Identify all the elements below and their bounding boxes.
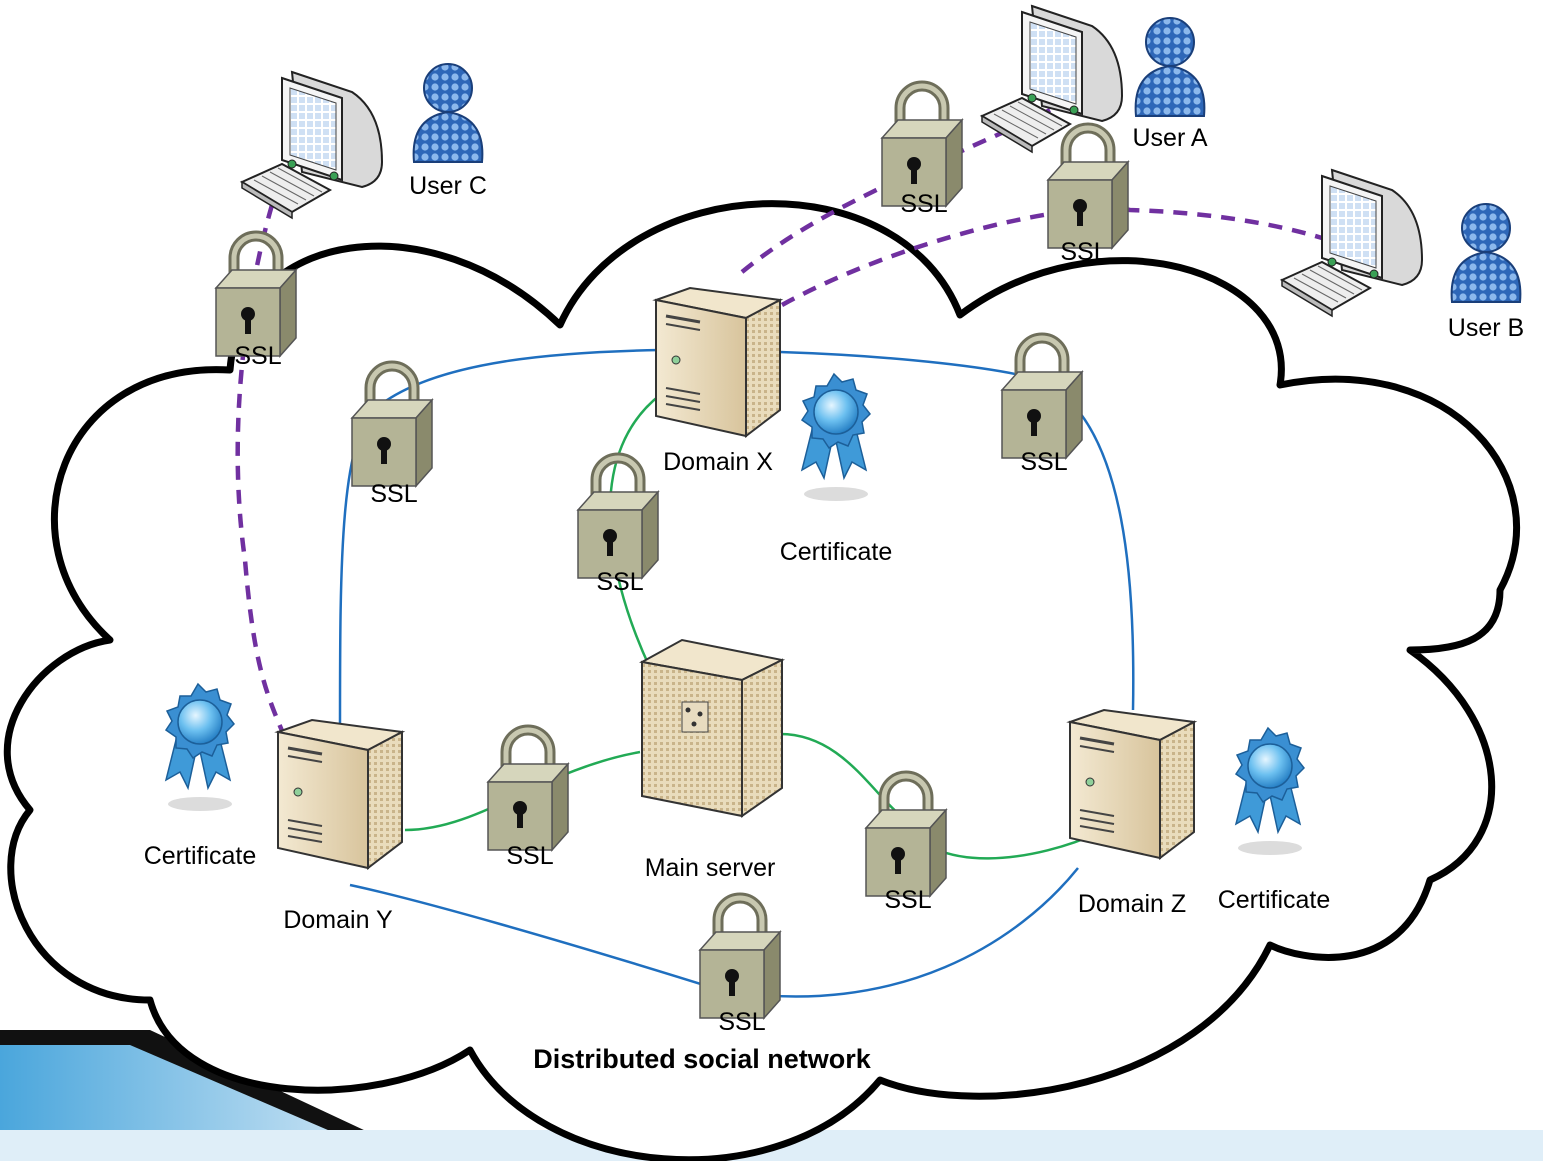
ssl-lock-domain-y-z: SSL xyxy=(700,898,780,1036)
server-icon xyxy=(276,718,404,870)
ssl-label: SSL xyxy=(900,190,947,218)
user-a: User A xyxy=(981,5,1208,153)
certificate-label: Certificate xyxy=(1218,886,1331,914)
ssl-lock-main-domain-z: SSL xyxy=(866,776,946,914)
computer-icon xyxy=(1281,169,1423,317)
certificate-label: Certificate xyxy=(780,538,893,566)
ssl-label: SSL xyxy=(506,842,553,870)
ssl-label: SSL xyxy=(718,1008,765,1036)
server-label: Domain X xyxy=(663,448,773,476)
user-label: User B xyxy=(1448,314,1524,342)
ssl-lock-domain-x-z: SSL xyxy=(1002,338,1082,476)
server-icon xyxy=(654,286,782,438)
user-label: User A xyxy=(1132,124,1207,152)
ssl-label: SSL xyxy=(596,568,643,596)
user-label: User C xyxy=(409,172,487,200)
ssl-lock-domain-x-main: SSL xyxy=(578,458,658,596)
ssl-lock-user-b: SSL xyxy=(1048,128,1128,266)
ssl-lock-domain-y-main: SSL xyxy=(488,730,568,870)
lock-icon xyxy=(882,86,962,206)
ssl-label: SSL xyxy=(1060,238,1107,266)
certificate-domain-x: Certificate xyxy=(780,373,893,566)
computer-icon xyxy=(241,71,383,219)
lock-icon xyxy=(216,236,296,356)
ssl-lock-domain-x-y: SSL xyxy=(352,366,432,508)
slide-accent-shape xyxy=(0,1030,1543,1161)
user-icon xyxy=(412,63,484,163)
user-icon xyxy=(1450,203,1522,303)
certificate-label: Certificate xyxy=(144,842,257,870)
ssl-label: SSL xyxy=(370,480,417,508)
server-domain-y: Domain Y xyxy=(276,718,404,934)
certificate-domain-y: Certificate xyxy=(144,683,257,870)
ssl-label: SSL xyxy=(234,342,281,370)
diagram-title: Distributed social network xyxy=(533,1044,872,1074)
server-domain-x: Domain X xyxy=(654,286,782,476)
user-icon xyxy=(1134,17,1206,117)
server-label: Domain Z xyxy=(1078,890,1186,918)
ssl-lock-user-c: SSL xyxy=(216,236,296,370)
server-domain-z: Domain Z xyxy=(1068,708,1196,918)
lock-icon xyxy=(1048,128,1128,248)
ssl-label: SSL xyxy=(884,886,931,914)
server-label: Main server xyxy=(645,854,776,882)
user-b: User B xyxy=(1281,169,1524,342)
server-icon xyxy=(641,639,783,817)
user-c: User C xyxy=(241,63,487,219)
certificate-domain-z: Certificate xyxy=(1218,727,1331,914)
server-main: Main server xyxy=(641,639,783,882)
server-label: Domain Y xyxy=(283,906,393,934)
ssl-label: SSL xyxy=(1020,448,1067,476)
server-icon xyxy=(1068,708,1196,860)
ssl-lock-user-a: SSL xyxy=(882,86,962,218)
